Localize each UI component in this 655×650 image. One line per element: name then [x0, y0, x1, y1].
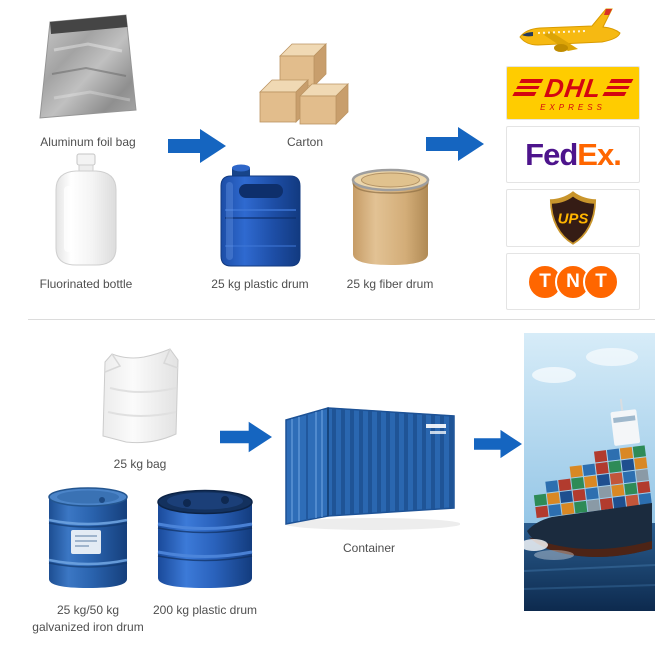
fluorinated-bottle-figure: Fluorinated bottle [34, 152, 138, 293]
iron-drum-label-line1: 25 kg/50 kg [56, 603, 120, 617]
tnt-letter-3: T [595, 270, 607, 292]
fiber-drum-label: 25 kg fiber drum [346, 277, 434, 291]
iron-drum-figure: 25 kg/50 kg galvanized iron drum [22, 484, 154, 636]
plastic-drum-200kg-label: 200 kg plastic drum [152, 603, 258, 617]
flow-arrow-right-icon [168, 129, 226, 163]
iron-drum-image [48, 487, 128, 588]
carton-label: Carton [286, 135, 324, 149]
tnt-circle-3: T [583, 263, 619, 300]
flow-arrow-right-icon [220, 421, 272, 453]
foil-bag-label: Aluminum foil bag [40, 135, 136, 149]
bag-25kg-label: 25 kg bag [113, 457, 167, 471]
foil-bag-figure: Aluminum foil bag [26, 6, 150, 151]
carton-image [259, 43, 349, 125]
dhl-stripes-left-icon [512, 79, 544, 96]
plastic-drum-200kg-image [157, 489, 253, 588]
iron-drum-label: 25 kg/50 kg galvanized iron drum [32, 602, 143, 636]
fluorinated-bottle-image [55, 153, 117, 266]
iron-drum-label-line2: galvanized iron drum [32, 619, 144, 634]
fedex-logo-text-ex: Ex. [577, 136, 622, 172]
dhl-logo-text: DHL [542, 72, 604, 103]
flow-arrow-right-icon [474, 429, 522, 459]
container-ship-image [520, 333, 655, 611]
bag-25kg-image [102, 348, 179, 444]
plastic-drum-25kg-figure: 25 kg plastic drum [208, 160, 312, 293]
ups-logo-text: UPS [558, 211, 589, 228]
cargo-airplane-icon [519, 8, 621, 52]
tnt-letter-2: N [566, 270, 580, 292]
plastic-drum-25kg-image [220, 164, 300, 267]
bag-25kg-figure: 25 kg bag [88, 338, 192, 473]
container-ship-photo [520, 333, 655, 616]
container-figure: Container [278, 376, 460, 557]
tnt-logo: T N T [506, 253, 640, 310]
tnt-letter-1: T [539, 270, 551, 292]
section-divider [28, 319, 655, 320]
fedex-logo-text-fed: Fed [525, 136, 578, 172]
ups-logo: UPS [506, 189, 640, 247]
cargo-airplane-logo [506, 2, 640, 60]
plastic-drum-200kg-figure: 200 kg plastic drum [146, 484, 264, 619]
plastic-drum-25kg-label: 25 kg plastic drum [211, 277, 309, 291]
dhl-logo: DHL EXPRESS [506, 66, 640, 120]
container-image [285, 407, 460, 530]
foil-bag-image [39, 14, 137, 119]
flow-arrow-right-icon [426, 127, 484, 161]
fluorinated-bottle-label: Fluorinated bottle [39, 277, 133, 291]
fiber-drum-image [351, 168, 429, 265]
ups-shield-icon: UPS [549, 191, 597, 245]
dhl-tagline: EXPRESS [540, 102, 606, 112]
dhl-stripes-right-icon [602, 79, 634, 96]
dhl-logo-row: DHL [512, 72, 634, 103]
carton-figure: Carton [250, 30, 360, 151]
container-label: Container [342, 541, 396, 555]
fiber-drum-figure: 25 kg fiber drum [338, 164, 442, 293]
